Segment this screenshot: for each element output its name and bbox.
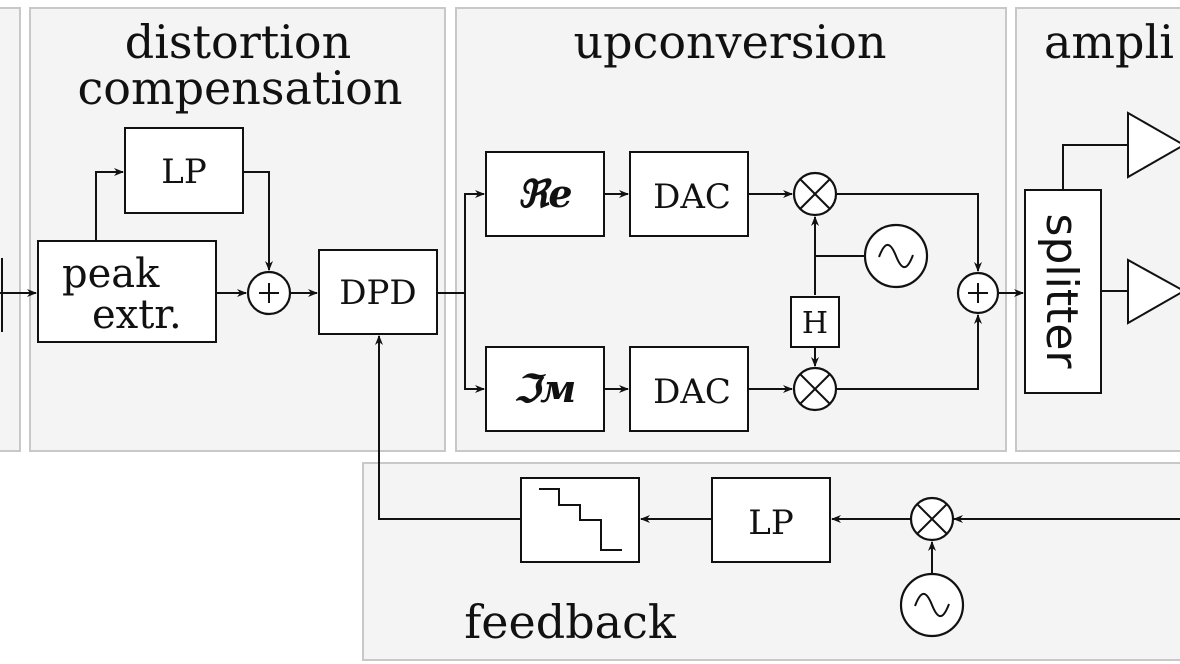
hilbert-label: H [802, 306, 828, 341]
lowpass-filter-block [124, 127, 244, 214]
feedback-title: feedback [464, 595, 677, 649]
mixer-top-icon [792, 171, 838, 217]
feedback-lowpass-block [711, 477, 831, 563]
mixer-bottom-icon [792, 366, 838, 412]
lp-to-adder-wire [243, 171, 273, 271]
dpd-label: DPD [339, 273, 416, 313]
distortion-title-line2: compensation [78, 61, 403, 115]
mixer-feedback-icon [909, 496, 955, 542]
staircase-icon [539, 488, 622, 551]
splitter-label: splitter [1036, 214, 1087, 370]
upconversion-title: upconversion [574, 15, 887, 69]
dac-top-block [629, 151, 749, 237]
local-oscillator-icon [863, 223, 929, 289]
peak-to-lp-wire [95, 168, 124, 241]
imag-part-block [485, 346, 605, 432]
real-part-label: ℜе [517, 171, 572, 216]
peak-label-line2: extr. [92, 292, 182, 338]
distortion-title-line1: distortion [125, 15, 351, 69]
real-part-block [485, 151, 605, 237]
peak-extraction-block [37, 240, 217, 343]
to-real-wire [464, 190, 485, 293]
dac-bottom-label: DAC [653, 372, 731, 412]
amplifier-top-icon [1127, 111, 1180, 179]
adc-to-dpd-wire [375, 335, 521, 520]
feedback-oscillator-icon [899, 572, 965, 638]
mixer-bottom-to-adder-wire [836, 314, 982, 390]
left-panel-fragment [0, 7, 21, 452]
peak-label-line1: peak [62, 251, 160, 297]
amplifier-bottom-icon [1127, 258, 1180, 325]
adder-output-symbol [956, 271, 1000, 315]
distortion-compensation-panel [29, 7, 446, 452]
lp-top-label: LP [161, 152, 206, 192]
mixer-top-to-adder-wire [836, 193, 982, 272]
to-imag-wire [464, 293, 485, 393]
dac-bottom-block [629, 346, 749, 432]
dpd-block [318, 249, 438, 335]
imag-part-label: ℑм [514, 366, 577, 411]
splitter-to-amp-top-wire [1062, 144, 1128, 190]
splitter-block [1024, 189, 1102, 394]
lp-feedback-label: LP [748, 503, 793, 543]
dac-top-label: DAC [653, 177, 731, 217]
amplification-title: ampli [1044, 15, 1174, 69]
adder-symbol [246, 270, 292, 316]
